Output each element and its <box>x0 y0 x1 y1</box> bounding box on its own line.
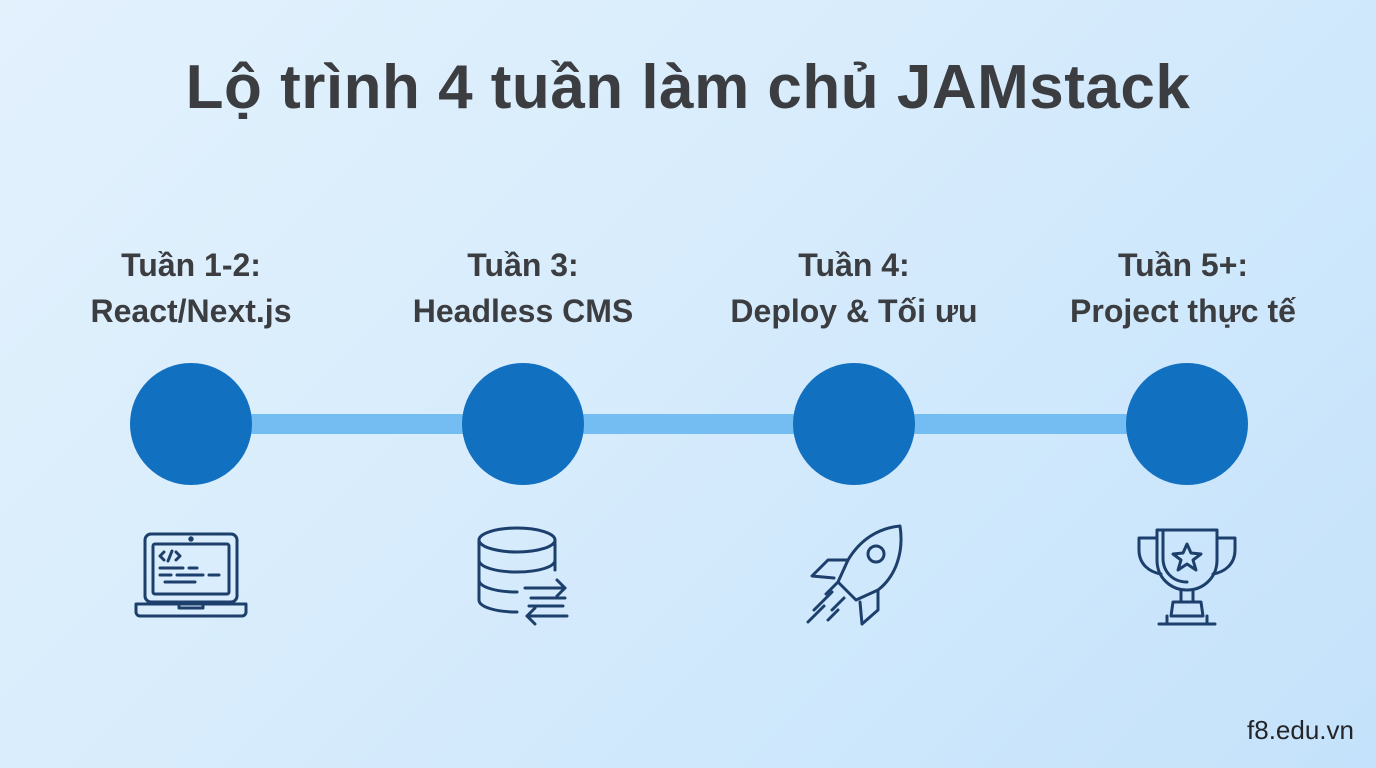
step-1-week: Tuần 1-2: <box>121 247 261 283</box>
step-1-topic: React/Next.js <box>90 293 292 329</box>
page-title: Lộ trình 4 tuần làm chủ JAMstack <box>185 53 1191 122</box>
step-4-week: Tuần 5+: <box>1117 247 1249 283</box>
laptop-code-icon <box>131 522 251 632</box>
trophy-icon <box>1127 520 1247 630</box>
timeline-node-4 <box>1126 363 1248 485</box>
step-label-2: Tuần 3: Headless CMS <box>353 242 693 334</box>
step-2-week: Tuần 3: <box>467 247 579 283</box>
step-2-topic: Headless CMS <box>412 293 634 329</box>
step-label-1: Tuần 1-2: React/Next.js <box>21 242 361 334</box>
step-4-topic: Project thực tế <box>1070 293 1296 329</box>
rocket-icon <box>798 520 918 630</box>
timeline-node-1 <box>130 363 252 485</box>
step-3-topic: Deploy & Tối ưu <box>730 293 978 329</box>
timeline-node-2 <box>462 363 584 485</box>
timeline-connector <box>190 414 1188 434</box>
website-footer: f8.edu.vn <box>1247 715 1354 745</box>
step-3-week: Tuần 4: <box>798 247 910 283</box>
database-sync-icon <box>463 520 583 630</box>
timeline-node-3 <box>793 363 915 485</box>
step-label-3: Tuần 4: Deploy & Tối ưu <box>684 242 1024 334</box>
step-label-4: Tuần 5+: Project thực tế <box>1013 242 1353 334</box>
